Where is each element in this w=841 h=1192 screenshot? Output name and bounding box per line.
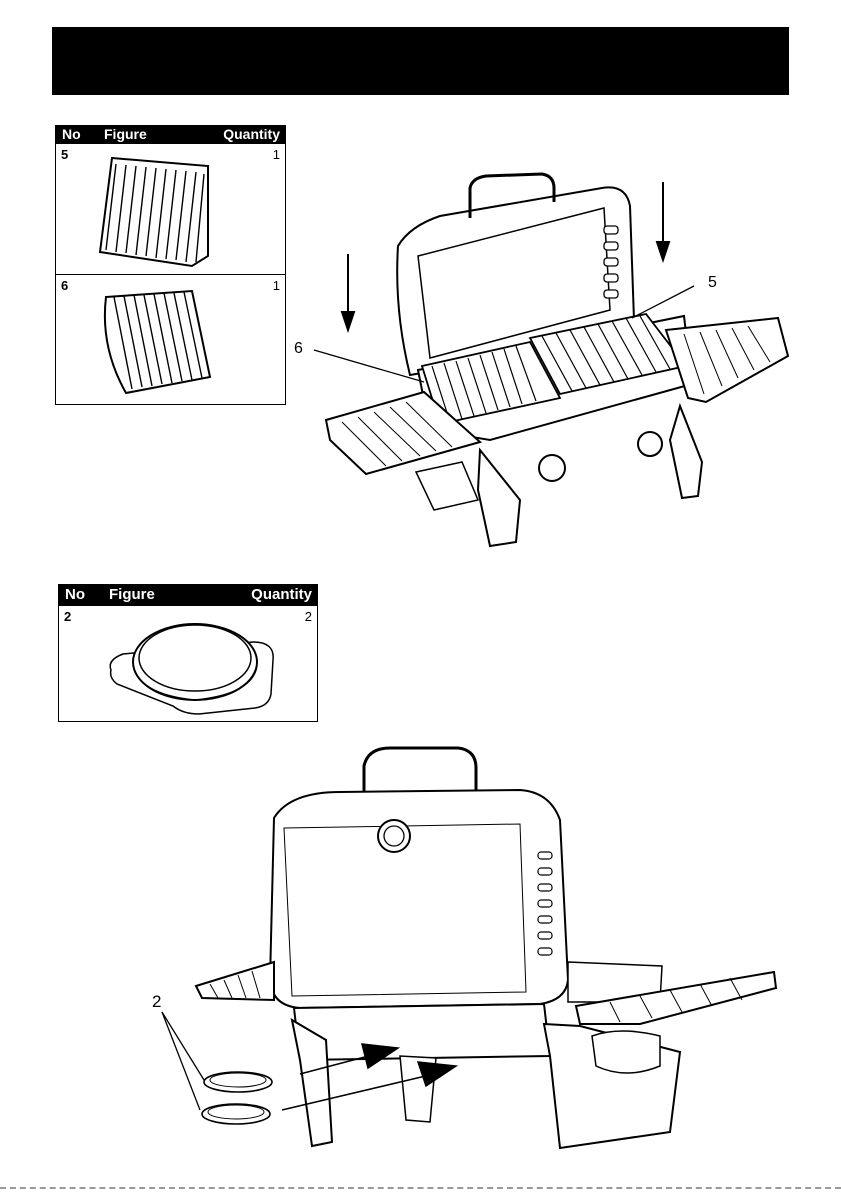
table-header: No Figure Quantity: [59, 585, 317, 605]
part-number: 6: [61, 278, 68, 293]
header-bar: [52, 27, 789, 95]
parts-table-cups: No Figure Quantity 2 2: [58, 584, 318, 722]
table-row: 6 1: [56, 274, 285, 405]
header-figure: Figure: [109, 585, 155, 605]
table-header: No Figure Quantity: [56, 126, 285, 143]
closed-grill-illustration: [140, 740, 790, 1160]
callout-2: 2: [152, 992, 161, 1012]
part-number: 5: [61, 147, 68, 162]
callout-5: 5: [708, 274, 717, 292]
part-quantity: 2: [305, 609, 312, 624]
part-quantity: 1: [273, 147, 280, 162]
header-no: No: [65, 585, 85, 605]
part-quantity: 1: [273, 278, 280, 293]
table-row: 5 1: [56, 143, 285, 274]
header-quantity: Quantity: [223, 126, 280, 143]
grease-cup-figure: [103, 614, 283, 718]
grate-5-figure: [96, 152, 226, 272]
part-number: 2: [64, 609, 71, 624]
grate-6-figure: [96, 287, 226, 399]
callout-6: 6: [294, 340, 303, 358]
header-figure: Figure: [104, 126, 147, 143]
open-grill-illustration: [290, 170, 810, 550]
parts-table-grates: No Figure Quantity 5 1 6 1: [55, 125, 286, 405]
header-no: No: [62, 126, 81, 143]
footer-divider: [0, 1187, 841, 1189]
table-row: 2 2: [59, 605, 317, 721]
header-quantity: Quantity: [251, 585, 312, 605]
